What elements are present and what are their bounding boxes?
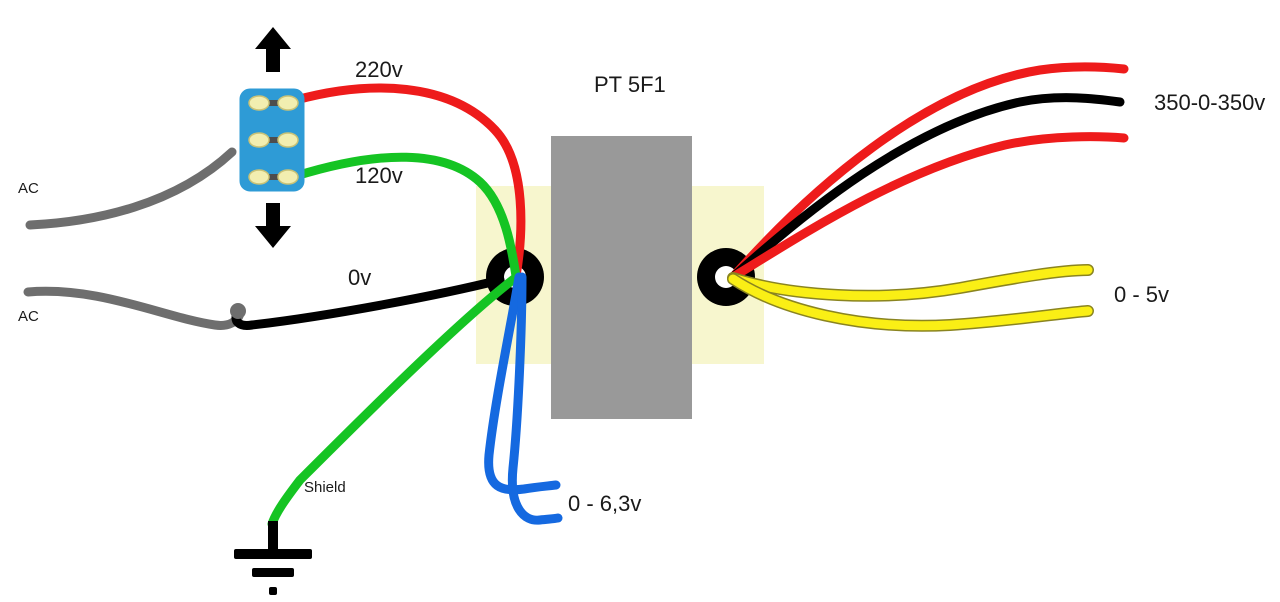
wire-0v-black (231, 275, 505, 330)
label-ac-bottom: AC (18, 308, 39, 325)
wire-rect-yellow-bottom (728, 274, 1093, 331)
wire-ht-red-top (728, 62, 1129, 282)
transformer-core (551, 136, 692, 419)
label-shield: Shield (304, 479, 346, 496)
switch-terminal-mid-right[interactable] (277, 132, 299, 148)
wire-120v-green (291, 152, 521, 281)
label-220v: 220v (355, 57, 403, 82)
wires-foreground-layer (231, 62, 1129, 529)
wire-ht-red-bottom (728, 132, 1129, 282)
label-ht: 350-0-350v (1154, 90, 1265, 115)
label-120v: 120v (355, 163, 403, 188)
ground-stem (268, 521, 278, 554)
ground-bar-narrow (252, 568, 294, 577)
label-heater: 0 - 6,3v (568, 491, 641, 516)
switch-terminal-bot-left[interactable] (248, 169, 270, 185)
switch-terminal-bot-right[interactable] (277, 169, 299, 185)
wire-shield-green (267, 274, 519, 529)
wire-ac-bottom (23, 286, 245, 330)
ground-bar-wide (234, 549, 312, 559)
label-rectifier: 0 - 5v (1114, 282, 1169, 307)
switch-terminals[interactable] (248, 95, 299, 185)
arrow-up-icon (255, 27, 291, 72)
switch-terminal-top-left[interactable] (248, 95, 270, 111)
earth-ground-symbol (234, 521, 312, 595)
wire-heater-blue-2 (507, 272, 563, 525)
wire-ac-top (25, 147, 237, 230)
arrow-down-icon (255, 203, 291, 248)
wire-heater-blue-1 (484, 272, 561, 495)
ground-dot (269, 587, 277, 595)
switch-terminal-mid-left[interactable] (248, 132, 270, 148)
switch-direction-arrows (255, 27, 291, 248)
label-0v: 0v (348, 265, 371, 290)
switch-terminal-top-right[interactable] (277, 95, 299, 111)
wire-junction-dot (230, 303, 246, 319)
label-ac-top: AC (18, 180, 39, 197)
wire-rect-yellow-top (728, 265, 1093, 301)
wires-layer (23, 147, 245, 330)
label-transformer: PT 5F1 (594, 72, 666, 97)
wire-220v-red (291, 83, 526, 281)
wire-ht-black-center (728, 93, 1125, 282)
voltage-selector-switch[interactable] (239, 88, 305, 192)
